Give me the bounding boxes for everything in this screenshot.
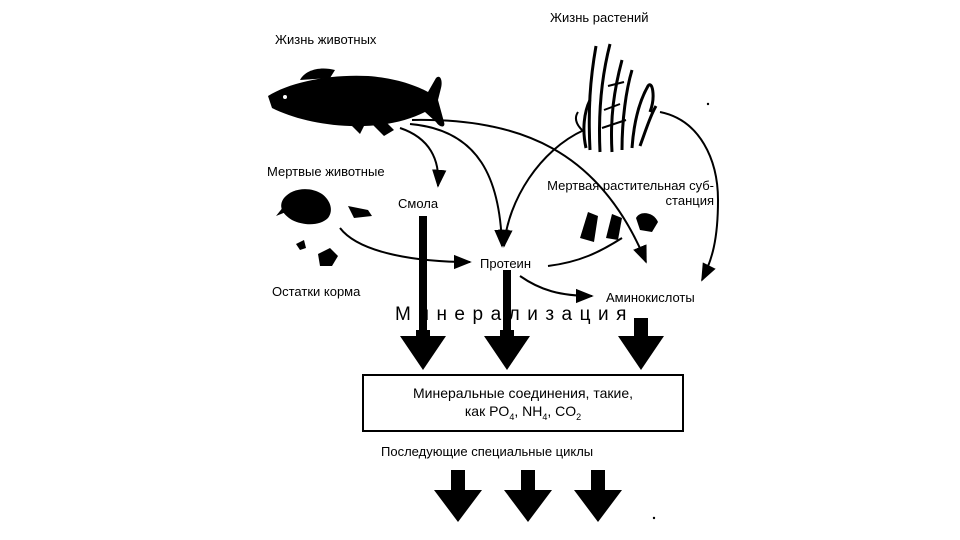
resin-label: Смола xyxy=(398,196,439,211)
further-cycles-arrows xyxy=(434,470,622,522)
animal-life-label: Жизнь животных xyxy=(275,32,377,47)
feed-remains-picture xyxy=(296,240,338,266)
dead-animals-label: Мертвые животные xyxy=(267,164,385,179)
dead-animals-picture xyxy=(276,189,372,225)
fish-picture xyxy=(268,68,445,136)
protein-label: Протеин xyxy=(480,256,531,271)
dead-plant-picture xyxy=(580,212,658,242)
mineral-compounds-line1: Минеральные соединения, такие, xyxy=(412,385,633,401)
protein-bar xyxy=(503,270,511,332)
mineralization-label: Минерализация xyxy=(395,304,634,325)
plant-life-label: Жизнь растений xyxy=(550,10,649,25)
mineral-compounds-line2: как PO4, NH4, CO2 xyxy=(464,403,582,422)
mineralization-arrows xyxy=(400,318,664,370)
resin-bar xyxy=(419,216,427,332)
flow-arrows xyxy=(339,111,720,304)
further-cycles-label: Последующие специальные циклы xyxy=(381,444,594,459)
plant-picture xyxy=(574,43,658,153)
amino-acids-label: Аминокислоты xyxy=(606,290,695,305)
mineral-compounds-box: Минеральные соединения, такие, как PO4, … xyxy=(362,374,684,432)
feed-remains-label: Остатки корма xyxy=(272,284,361,299)
dead-plant-substance-label-line2: станция xyxy=(665,193,714,208)
dead-plant-substance-label-line1: Мертвая растительная суб- xyxy=(547,178,714,193)
